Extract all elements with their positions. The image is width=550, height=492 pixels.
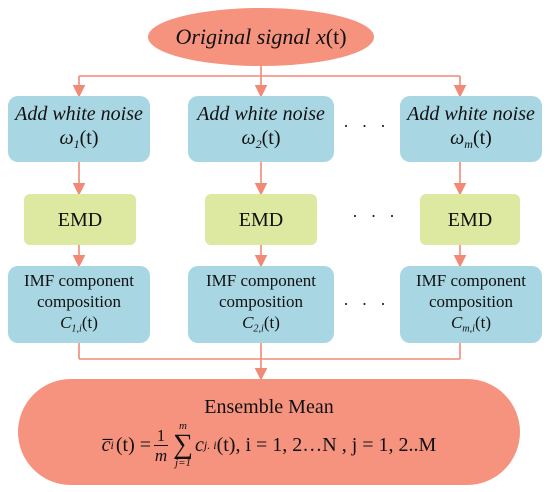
ensemble-mean-title: Ensemble Mean	[204, 396, 334, 418]
imf-line2-1: composition	[36, 291, 122, 311]
imf-sym-m: C	[450, 312, 463, 332]
formula-term-sub: j. i	[203, 438, 217, 452]
original-signal-var: x	[316, 24, 326, 49]
emd-label-1: EMD	[57, 208, 103, 231]
noise-box-m: Add white noise ωm(t)	[400, 96, 542, 162]
noise-title-2: Add white noise	[197, 102, 325, 125]
formula-lhs: c̅	[101, 434, 111, 456]
imf-arg-m: (t)	[475, 312, 492, 332]
imf-sym-1: C	[60, 312, 72, 332]
emd-box-m: EMD	[420, 194, 520, 245]
sigma-icon: ∑	[173, 429, 193, 460]
noise-arg-2: (t)	[261, 126, 281, 149]
imf-sym-2: C	[242, 312, 254, 332]
formula-fraction: 1 m	[154, 425, 169, 465]
noise-sym-1: ω	[59, 126, 74, 149]
sum-lower-limit: j=1	[175, 457, 191, 469]
imf-line2-2: composition	[218, 291, 304, 311]
formula-lhs-sub: i	[110, 438, 114, 452]
imf-arg-1: (t)	[81, 312, 98, 332]
imf-line1-m: IMF component	[415, 270, 527, 290]
imf-sub-2: 2,i	[253, 323, 264, 335]
formula-lhs-arg: (t) =	[115, 434, 152, 456]
original-signal-label: Original signal x(t)	[175, 24, 346, 50]
fraction-bar	[154, 444, 169, 446]
imf-box-1: IMF component composition C1,i(t)	[8, 266, 150, 343]
summation: m ∑ j=1	[173, 421, 193, 469]
noise-sym-2: ω	[241, 126, 256, 149]
fraction-numerator: 1	[156, 425, 166, 445]
noise-sym-m: ω	[450, 126, 465, 149]
imf-line1-2: IMF component	[205, 270, 317, 290]
ellipsis-row-3: · · ·	[343, 294, 390, 314]
noise-sub-m: m	[464, 137, 473, 152]
imf-box-2: IMF component composition C2,i(t)	[188, 266, 334, 343]
ellipsis-row-2: · · ·	[352, 206, 399, 226]
noise-arg-1: (t)	[79, 126, 99, 149]
noise-arg-m: (t)	[472, 126, 492, 149]
ellipsis-row-1: · · ·	[343, 116, 390, 136]
original-signal-text: Original signal	[175, 24, 311, 49]
noise-title-1: Add white noise	[15, 102, 143, 125]
emd-box-2: EMD	[205, 194, 317, 245]
imf-sub-m: m,i	[462, 323, 476, 335]
imf-box-m: IMF component composition Cm,i(t)	[400, 266, 542, 343]
emd-label-m: EMD	[447, 208, 493, 231]
noise-sub-2: 2	[255, 137, 262, 152]
imf-line2-m: composition	[428, 291, 514, 311]
imf-line1-1: IMF component	[23, 270, 135, 290]
noise-title-m: Add white noise	[407, 102, 535, 125]
noise-sub-1: 1	[73, 137, 80, 152]
original-signal-node: Original signal x(t)	[148, 8, 374, 66]
emd-label-2: EMD	[238, 208, 284, 231]
noise-box-1: Add white noise ω1(t)	[8, 96, 150, 162]
imf-arg-2: (t)	[263, 312, 280, 332]
sum-upper-limit: m	[179, 420, 187, 432]
formula-term: c	[195, 434, 204, 456]
emd-box-1: EMD	[24, 194, 136, 245]
formula-rest: (t), i = 1, 2…N , j = 1, 2..M	[216, 434, 437, 456]
original-signal-arg: (t)	[325, 24, 347, 49]
noise-box-2: Add white noise ω2(t)	[188, 96, 334, 162]
imf-sub-1: 1,i	[71, 323, 82, 335]
fraction-denominator: m	[154, 445, 168, 465]
